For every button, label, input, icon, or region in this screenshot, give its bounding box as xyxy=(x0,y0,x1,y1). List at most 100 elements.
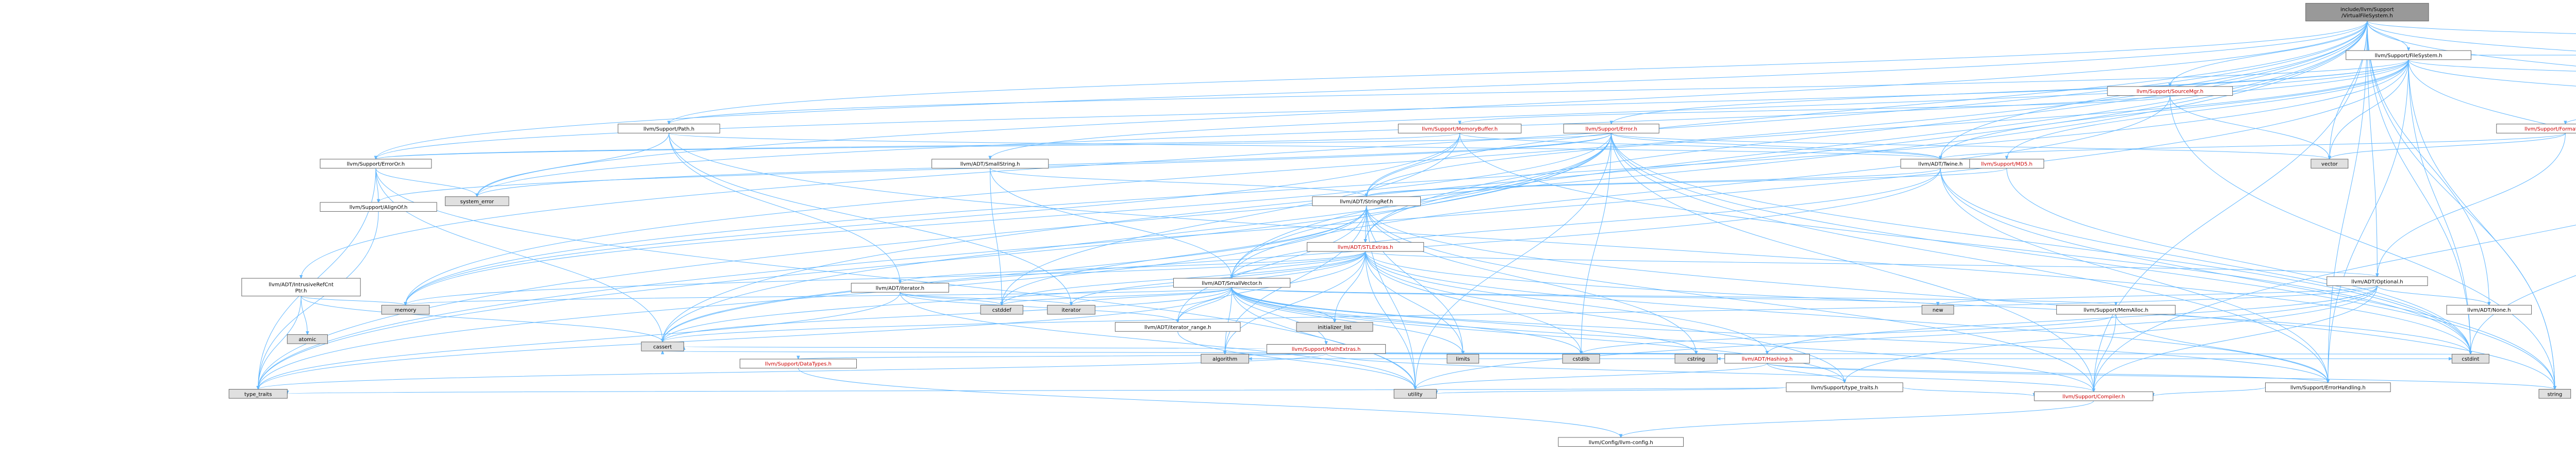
node-cstdlib: cstdlib xyxy=(1562,353,1600,364)
node-smallvector[interactable]: llvm/ADT/SmallVector.h xyxy=(1173,278,1291,288)
node-llvmconfig[interactable]: llvm/Config/llvm-config.h xyxy=(1558,437,1684,447)
node-stlextras[interactable]: llvm/ADT/STLExtras.h xyxy=(1307,242,1424,252)
node-box xyxy=(1563,124,1659,133)
node-cstddef: cstddef xyxy=(980,304,1023,315)
node-label: llvm/ADT/None.h xyxy=(2467,308,2511,313)
node-box xyxy=(287,334,328,344)
edge-stlextras-to-limits xyxy=(1365,251,1463,354)
edge-compiler-to-llvmconfig xyxy=(1621,400,2094,437)
node-membuf[interactable]: llvm/Support/MemoryBuffer.h xyxy=(1398,124,1522,133)
edge-root-to-memory xyxy=(406,21,2368,306)
node-erroror[interactable]: llvm/Support/ErrorOr.h xyxy=(320,159,432,168)
node-mathextras[interactable]: llvm/Support/MathExtras.h xyxy=(1266,344,1386,354)
node-box xyxy=(2056,304,2176,315)
node-label: new xyxy=(1933,308,1943,313)
node-box xyxy=(2451,353,2489,364)
edge-path-to-twine xyxy=(669,132,1941,159)
node-iterator_h[interactable]: llvm/ADT/iterator.h xyxy=(851,283,949,293)
edge-smallvector-to-iterator xyxy=(1071,287,1233,306)
node-path[interactable]: llvm/Support/Path.h xyxy=(618,124,720,133)
node-label: llvm/ADT/StringRef.h xyxy=(1340,199,1393,205)
edge-datatypes-to-llvmconfig xyxy=(797,368,1621,437)
node-iter_range[interactable]: llvm/ADT/iterator_range.h xyxy=(1115,322,1241,332)
edge-membuf-to-erroror xyxy=(376,132,1460,159)
node-label: utility xyxy=(1408,392,1423,397)
node-smallstring[interactable]: llvm/ADT/SmallString.h xyxy=(932,159,1049,168)
node-errhandling[interactable]: llvm/Support/ErrorHandling.h xyxy=(2265,382,2391,392)
node-label: cstdint xyxy=(2462,357,2479,362)
edge-optional-to-none xyxy=(2376,285,2489,306)
edge-fs-to-erroror xyxy=(376,59,2409,159)
edge-typetraits_s-to-utility xyxy=(1436,387,1787,394)
edge-irc-to-memory xyxy=(301,296,406,306)
node-none[interactable]: llvm/ADT/None.h xyxy=(2446,304,2532,315)
edge-hashing-to-utility xyxy=(1415,363,1768,390)
node-label: llvm/ADT/STLExtras.h xyxy=(1338,245,1393,250)
edge-error-to-vector xyxy=(1611,132,2330,159)
node-fmtprov[interactable]: llvm/Support/FormatProviders.h xyxy=(2496,124,2576,133)
edge-srcmgr-to-smallvector xyxy=(1232,95,2170,278)
edge-root-to-ctime xyxy=(2367,21,2576,66)
node-utility: utility xyxy=(1393,389,1437,399)
node-box xyxy=(228,389,288,399)
node-label: llvm/Support/DataTypes.h xyxy=(765,362,832,367)
edge-optional-to-utility xyxy=(1415,285,2378,390)
edge-mathextras-to-type_traits xyxy=(258,353,1327,390)
node-label: llvm/ADT/Optional.h xyxy=(2351,279,2403,285)
edge-stringref-to-type_traits xyxy=(258,206,1367,389)
node-box xyxy=(739,359,857,369)
node-alignof[interactable]: llvm/Support/AlignOf.h xyxy=(320,202,437,212)
node-fs[interactable]: llvm/Support/FileSystem.h xyxy=(2346,50,2471,60)
edge-smallvector-to-limits xyxy=(1232,287,1463,354)
node-optional[interactable]: llvm/ADT/Optional.h xyxy=(2326,276,2428,286)
edge-stlextras-to-optional xyxy=(1365,251,2378,277)
edge-fs-to-vector xyxy=(2330,59,2409,159)
node-label: cstddef xyxy=(992,308,1011,313)
edge-root-to-srcmgr xyxy=(2170,21,2368,87)
edge-memalloc-to-cstdlib xyxy=(1581,314,2117,354)
edge-srcmgr-to-membuf xyxy=(1460,95,2170,124)
node-stringref[interactable]: llvm/ADT/StringRef.h xyxy=(1312,196,1421,206)
edge-stlextras-to-init_list xyxy=(1335,251,1366,323)
node-hashing[interactable]: llvm/ADT/Hashing.h xyxy=(1724,353,1810,364)
edge-error-to-cstdlib xyxy=(1581,133,1612,354)
node-box xyxy=(1674,353,1718,364)
node-compiler[interactable]: llvm/Support/Compiler.h xyxy=(2034,391,2154,401)
edge-memalloc-to-compiler xyxy=(2093,314,2117,392)
node-error[interactable]: llvm/Support/Error.h xyxy=(1563,124,1659,133)
edge-root-to-smallvector xyxy=(1232,21,2368,278)
node-typetraits_s[interactable]: llvm/Support/type_traits.h xyxy=(1786,382,1903,392)
node-md5[interactable]: llvm/Support/MD5.h xyxy=(1969,159,2045,168)
node-srcmgr[interactable]: llvm/Support/SourceMgr.h xyxy=(2107,86,2233,96)
node-label: llvm/Support/MemoryBuffer.h xyxy=(1422,127,1498,132)
node-cstdint: cstdint xyxy=(2451,353,2489,364)
edge-error-to-type_traits xyxy=(258,133,1612,389)
node-label: vector xyxy=(2321,162,2338,167)
edge-stlextras-to-cassert xyxy=(662,251,1366,342)
node-box xyxy=(2107,86,2233,96)
node-box xyxy=(641,342,684,351)
node-label: llvm/ADT/SmallVector.h xyxy=(1202,281,1262,286)
edge-iterator_h-to-iter_range xyxy=(900,292,1178,322)
edge-alignof-to-type_traits xyxy=(258,211,379,389)
node-box xyxy=(381,304,430,315)
node-label: llvm/Support/type_traits.h xyxy=(1811,385,1878,391)
node-twine[interactable]: llvm/ADT/Twine.h xyxy=(1900,159,1981,168)
edge-chrono-to-fmtprov xyxy=(2565,119,2576,124)
node-cstring: cstring xyxy=(1674,353,1718,364)
node-box xyxy=(1307,242,1424,252)
node-datatypes[interactable]: llvm/Support/DataTypes.h xyxy=(739,359,857,369)
node-box xyxy=(1724,353,1810,364)
edge-fs-to-string xyxy=(2408,59,2555,390)
edge-fs-to-twine xyxy=(1940,59,2409,159)
edge-twine-to-stringref xyxy=(1367,168,1941,196)
edge-path-to-iterator_h xyxy=(669,133,900,283)
node-box xyxy=(1786,382,1903,392)
node-new: new xyxy=(1921,304,1954,315)
edge-error-to-stlextras xyxy=(1366,133,1612,242)
node-box xyxy=(2326,276,2428,286)
node-memalloc[interactable]: llvm/Support/MemAlloc.h xyxy=(2056,304,2176,315)
node-box xyxy=(320,159,432,168)
